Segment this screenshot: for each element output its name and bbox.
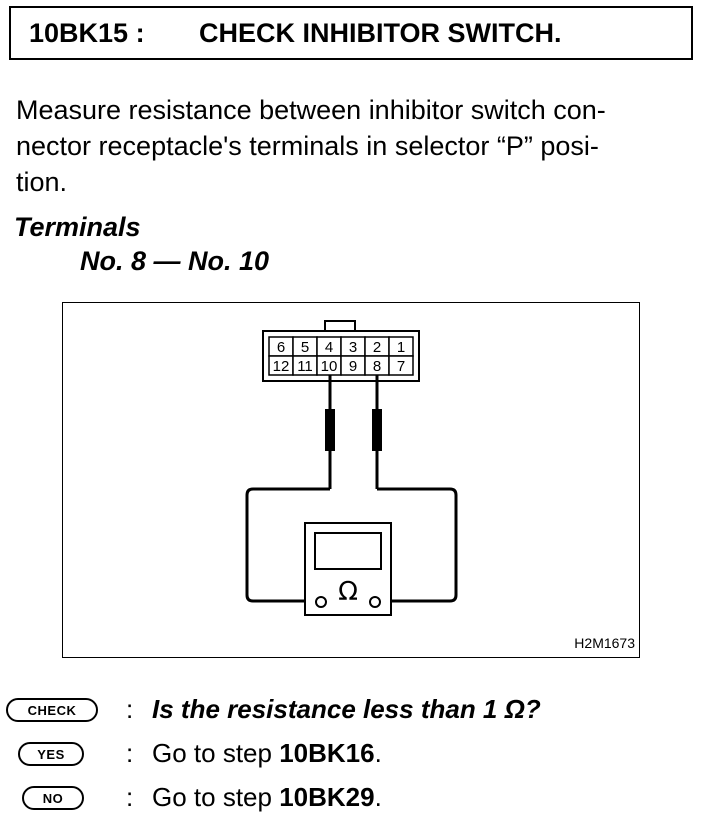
connector-pin-number: 1 <box>397 339 405 356</box>
meter-display <box>314 532 382 570</box>
connector-pin-number: 9 <box>349 358 357 375</box>
terminals-pair: No. 8 — No. 10 <box>80 246 270 276</box>
instruction-line-1: Measure resistance between inhibitor swi… <box>16 95 606 125</box>
connector-pin-number: 12 <box>273 358 290 375</box>
step-header-box: 10BK15 : CHECK INHIBITOR SWITCH. <box>9 6 693 60</box>
no-prefix: Go to step <box>152 782 280 812</box>
figure-code: H2M1673 <box>574 635 635 651</box>
yes-badge: YES <box>18 742 84 766</box>
test-lead-right <box>372 375 458 603</box>
connector-pin-number: 3 <box>349 339 357 356</box>
instruction-line-2: nector receptacle's terminals in selecto… <box>16 131 599 161</box>
no-instruction: Go to step 10BK29. <box>152 782 382 813</box>
connector-pin-number: 2 <box>373 339 381 356</box>
meter-terminal-left <box>315 596 327 608</box>
terminals-heading: Terminals <box>14 212 141 242</box>
step-title: CHECK INHIBITOR SWITCH. <box>199 18 562 48</box>
connector-pin-number: 8 <box>373 358 381 375</box>
no-target-step: 10BK29 <box>279 782 375 812</box>
no-colon: : <box>126 782 134 812</box>
connector-pin-cell <box>388 355 414 376</box>
connector-pin-number: 5 <box>301 339 309 356</box>
step-code: 10BK15 : <box>29 18 145 48</box>
yes-suffix: . <box>374 738 382 768</box>
no-badge: NO <box>22 786 84 810</box>
yes-instruction: Go to step 10BK16. <box>152 738 382 769</box>
instruction-text: Measure resistance between inhibitor swi… <box>16 92 696 200</box>
check-badge: CHECK <box>6 698 98 722</box>
yes-prefix: Go to step <box>152 738 280 768</box>
connector-pin-number: 10 <box>321 358 338 375</box>
connector-pin-number: 7 <box>397 358 405 375</box>
meter-terminal-right <box>369 596 381 608</box>
connector-pin-number: 6 <box>277 339 285 356</box>
instruction-line-3: tion. <box>16 167 68 197</box>
connector-pin-number: 11 <box>297 358 313 375</box>
yes-row: YES : Go to step 10BK16. <box>6 738 696 772</box>
check-question: Is the resistance less than 1 Ω? <box>152 694 541 724</box>
no-row: NO : Go to step 10BK29. <box>6 782 696 816</box>
ohmmeter: Ω <box>304 522 392 616</box>
yes-target-step: 10BK16 <box>279 738 375 768</box>
ohm-symbol: Ω <box>338 577 358 607</box>
yes-colon: : <box>126 738 134 768</box>
connector-pin-number: 4 <box>325 339 333 356</box>
no-suffix: . <box>374 782 382 812</box>
check-row: CHECK : Is the resistance less than 1 Ω? <box>6 694 696 728</box>
test-lead-left <box>245 375 335 603</box>
check-colon: : <box>126 694 134 724</box>
